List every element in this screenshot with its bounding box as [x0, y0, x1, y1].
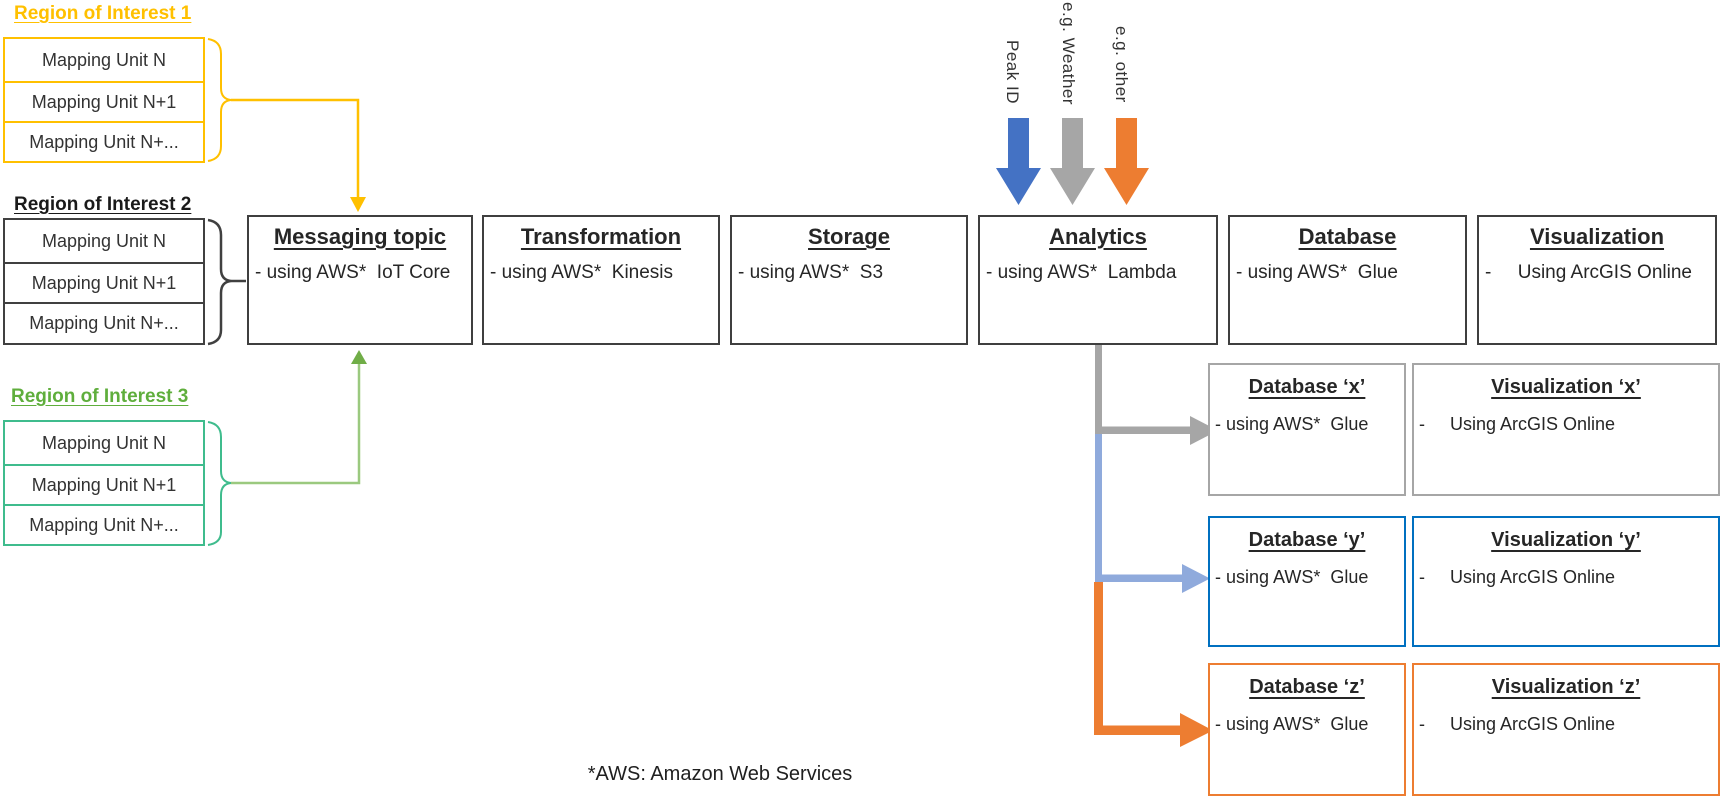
- mapping-unit-row: Mapping Unit N+...: [5, 504, 203, 544]
- box-storage: Storage - using AWS* S3: [730, 215, 968, 345]
- mapping-unit-row: Mapping Unit N+1: [5, 81, 203, 121]
- box-body: - using AWS* Glue: [1215, 414, 1369, 434]
- box-title: Database ‘x’: [1248, 376, 1366, 398]
- weather-label: e.g. Weather: [1059, 2, 1078, 106]
- weather-down-arrow-icon: [1050, 118, 1095, 205]
- region-3-connector-arrowhead: [351, 350, 367, 364]
- box-body: - Using ArcGIS Online: [1419, 567, 1616, 587]
- region-2-box: Mapping Unit N Mapping Unit N+1 Mapping …: [3, 218, 205, 345]
- box-transformation: Transformation - using AWS* Kinesis: [482, 215, 720, 345]
- box-database-x: Database ‘x’ - using AWS* Glue: [1208, 363, 1406, 496]
- other-down-arrow-icon: [1104, 118, 1149, 205]
- box-title: Transformation: [520, 224, 682, 249]
- box-visualization-z: Visualization ‘z’ - Using ArcGIS Online: [1412, 663, 1720, 796]
- branch-blue-arrowhead: [1182, 564, 1210, 593]
- box-body: - Using ArcGIS Online: [1485, 262, 1692, 283]
- peak-id-label: Peak ID: [1003, 40, 1022, 104]
- box-body: - using AWS* S3: [738, 262, 884, 283]
- box-title: Storage: [808, 224, 890, 249]
- branch-orange-vertical-line: [1094, 582, 1103, 735]
- branch-blue-horizontal-line: [1095, 574, 1182, 582]
- region-3-title: Region of Interest 3: [11, 386, 189, 407]
- box-title: Analytics: [1049, 224, 1147, 249]
- box-database-z: Database ‘z’ - using AWS* Glue: [1208, 663, 1406, 796]
- region-1-connector-line: [231, 98, 360, 198]
- branch-orange-horizontal-line: [1094, 725, 1180, 735]
- mapping-unit-row: Mapping Unit N: [41, 432, 167, 453]
- branch-gray-vertical-line: [1095, 345, 1102, 434]
- region-3-box: Mapping Unit N Mapping Unit N+1 Mapping …: [3, 420, 205, 546]
- box-analytics: Analytics - using AWS* Lambda: [978, 215, 1218, 345]
- peak-id-down-arrow-icon: [996, 118, 1041, 205]
- box-title: Visualization ‘y’: [1491, 529, 1641, 551]
- mapping-unit-row: Mapping Unit N+1: [5, 464, 203, 504]
- region-2-title: Region of Interest 2: [14, 194, 192, 215]
- region-3-brace: [207, 421, 232, 546]
- box-database-y: Database ‘y’ - using AWS* Glue: [1208, 516, 1406, 647]
- region-1-connector-arrowhead: [350, 197, 366, 212]
- box-title: Messaging topic: [273, 224, 447, 249]
- box-body: - Using ArcGIS Online: [1419, 714, 1616, 734]
- mapping-unit-row: Mapping Unit N+1: [5, 262, 203, 302]
- box-title: Database: [1298, 224, 1397, 249]
- mapping-unit-row: Mapping Unit N+...: [5, 121, 203, 161]
- box-visualization-y: Visualization ‘y’ - Using ArcGIS Online: [1412, 516, 1720, 647]
- mapping-unit-row: Mapping Unit N: [41, 49, 167, 70]
- region-1-box: Mapping Unit N Mapping Unit N+1 Mapping …: [3, 37, 205, 163]
- region-1-title: Region of Interest 1: [14, 3, 192, 24]
- box-title: Visualization ‘z’: [1491, 676, 1641, 698]
- box-database: Database - using AWS* Glue: [1228, 215, 1467, 345]
- box-body: - using AWS* Glue: [1236, 262, 1398, 283]
- box-visualization-x: Visualization ‘x’ - Using ArcGIS Online: [1412, 363, 1720, 496]
- branch-blue-vertical-line: [1095, 434, 1102, 582]
- box-title: Visualization ‘x’: [1491, 376, 1641, 398]
- region-2-brace: [207, 218, 232, 346]
- other-label: e.g. other: [1112, 26, 1131, 103]
- box-visualization: Visualization - Using ArcGIS Online: [1477, 215, 1717, 345]
- box-body: - using AWS* Glue: [1215, 567, 1369, 587]
- region-3-connector-line: [231, 363, 361, 485]
- mapping-unit-row: Mapping Unit N: [41, 230, 167, 251]
- box-body: - using AWS* Lambda: [986, 262, 1177, 283]
- box-title: Database ‘y’: [1248, 529, 1366, 551]
- box-body: - Using ArcGIS Online: [1419, 414, 1616, 434]
- box-messaging-topic: Messaging topic - using AWS* IoT Core: [247, 215, 473, 345]
- region-1-brace: [207, 38, 232, 162]
- box-title: Database ‘z’: [1249, 676, 1365, 698]
- aws-footnote: *AWS: Amazon Web Services: [587, 763, 853, 785]
- branch-gray-horizontal-line: [1095, 426, 1190, 434]
- box-title: Visualization: [1529, 224, 1665, 249]
- box-body: - using AWS* Kinesis: [490, 262, 674, 283]
- mapping-unit-row: Mapping Unit N+...: [5, 302, 203, 342]
- box-body: - using AWS* IoT Core: [255, 262, 451, 283]
- box-body: - using AWS* Glue: [1215, 714, 1369, 734]
